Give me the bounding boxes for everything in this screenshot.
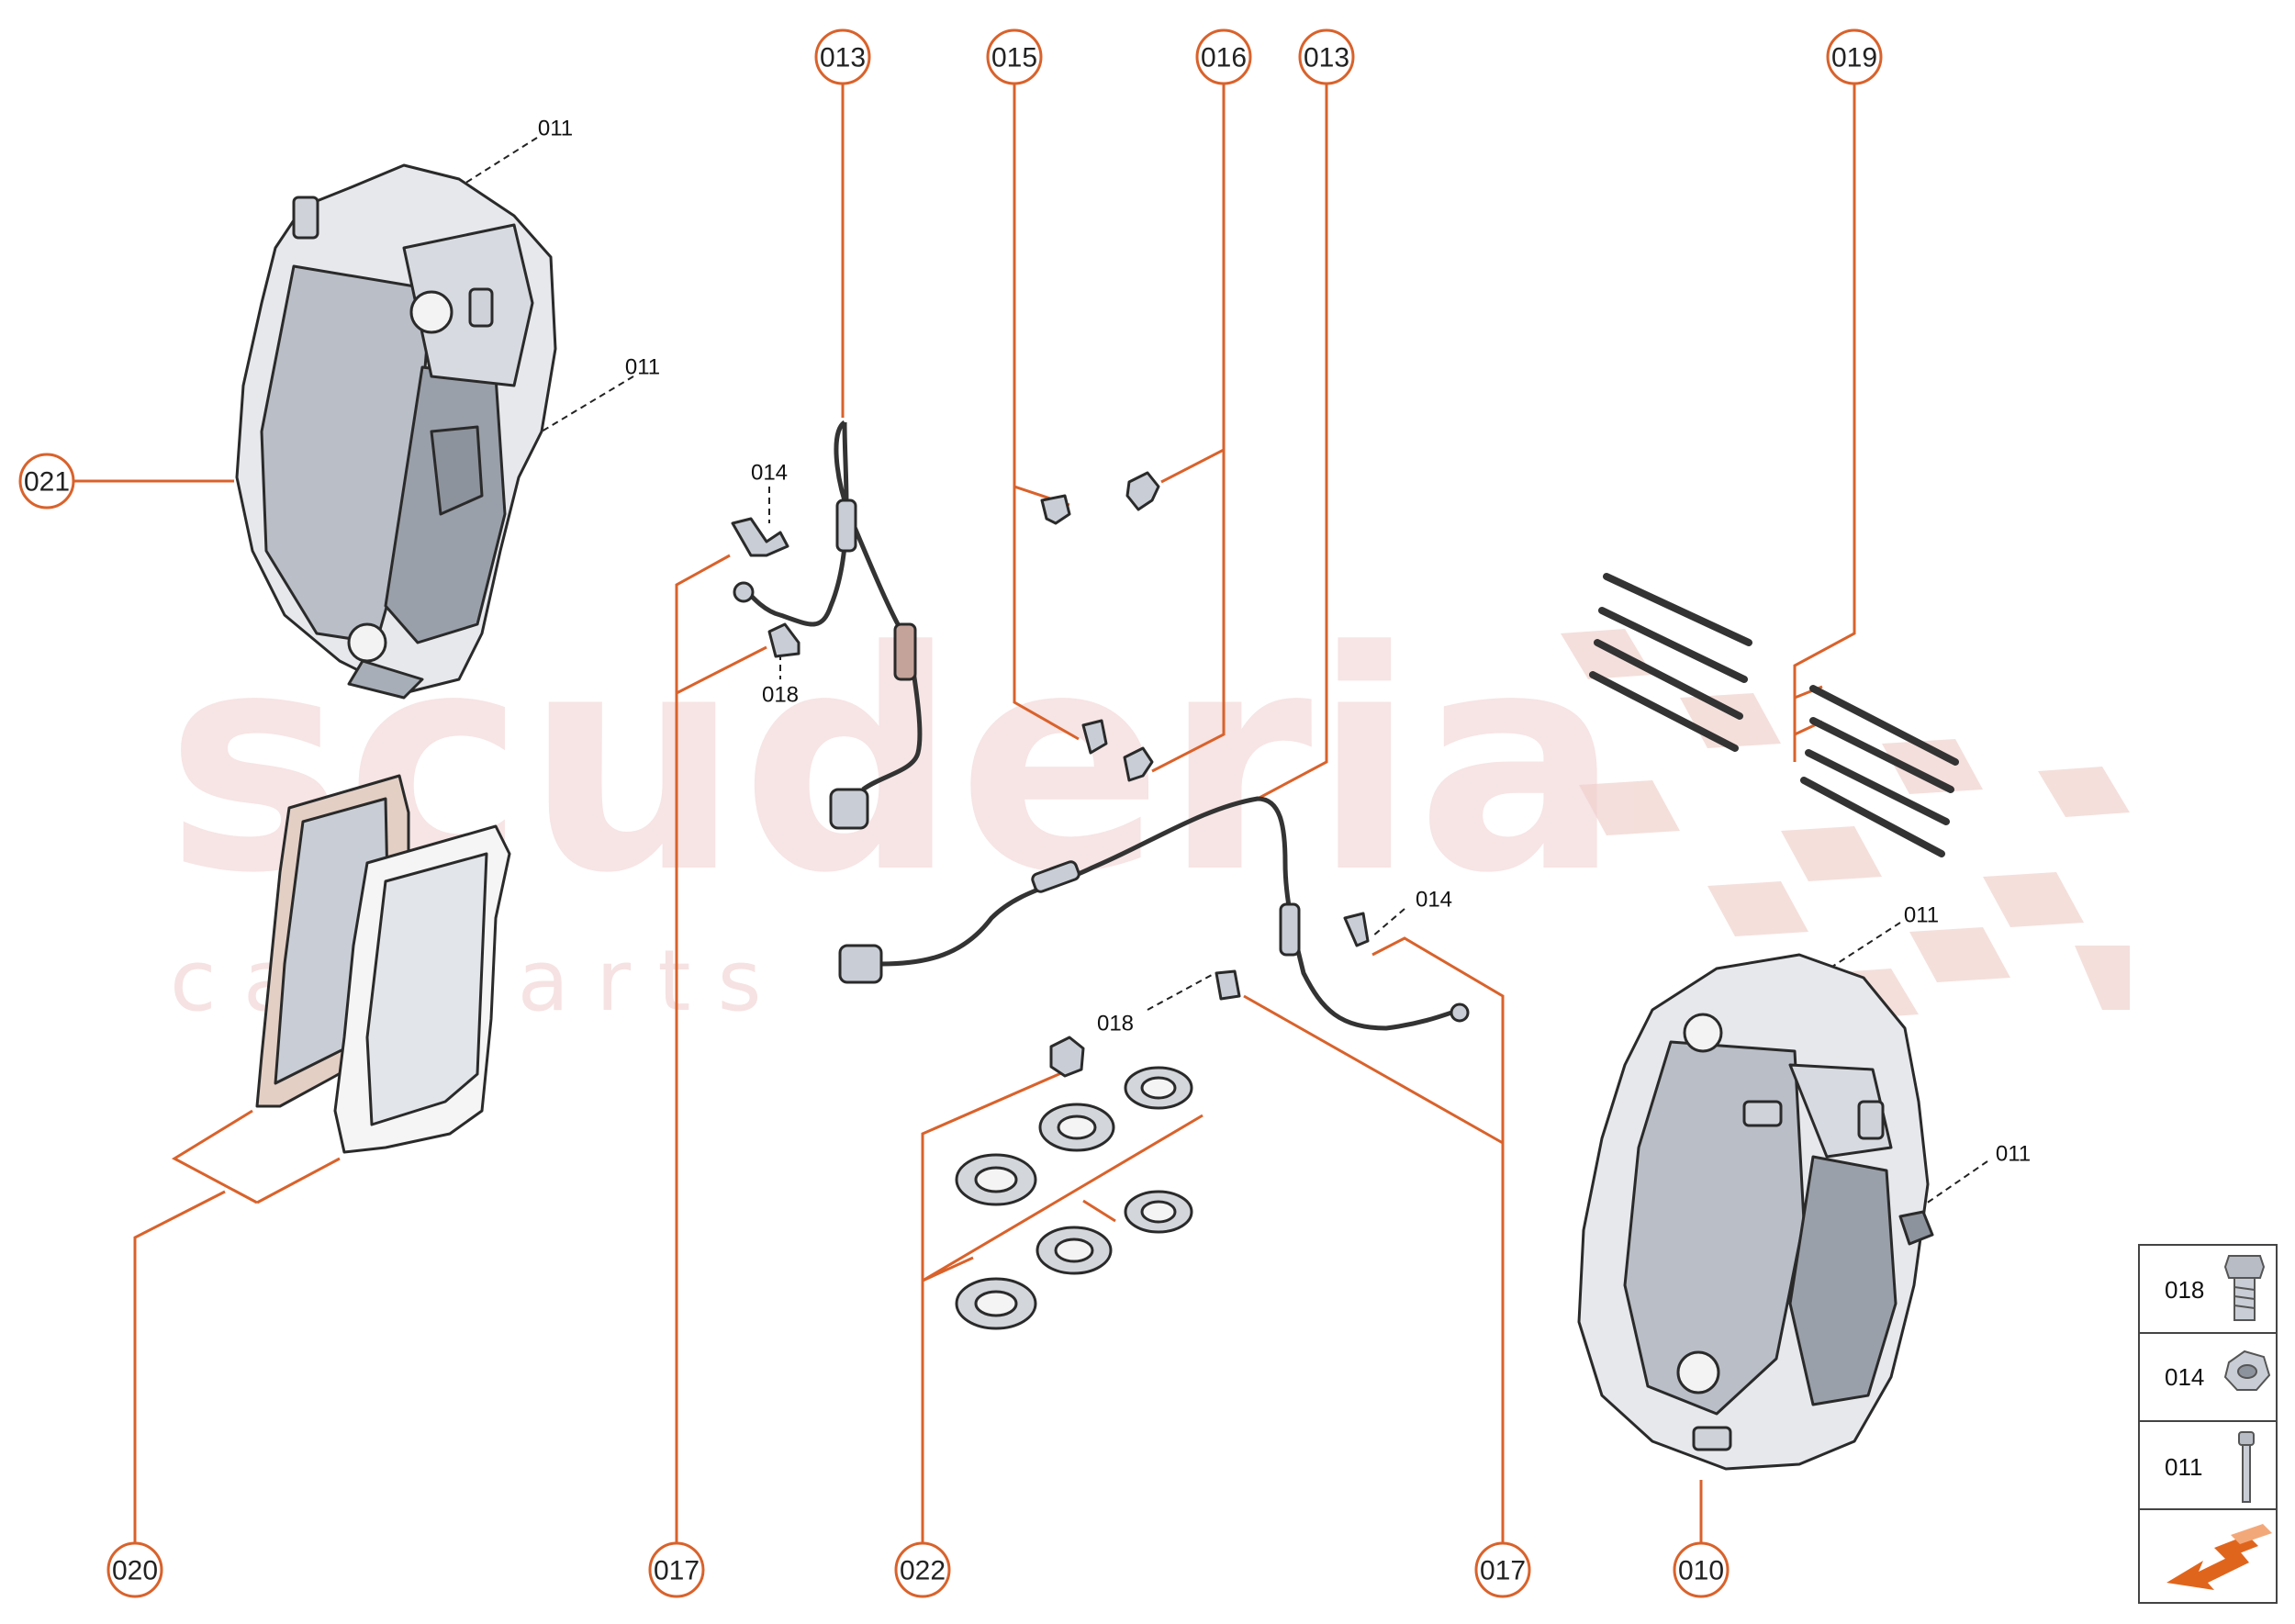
sensor-clips-left: [731, 517, 800, 658]
leader-020: [133, 1109, 341, 1570]
pointer-018b: [1147, 974, 1213, 1011]
leader-013b: [1257, 78, 1328, 801]
legend-label-014: 014: [2165, 1363, 2204, 1391]
checkered-flag-watermark: [1561, 629, 2130, 1019]
brake-pads: [255, 774, 511, 1154]
callout-circle-022: [894, 1541, 951, 1598]
leader-016: [1151, 78, 1226, 773]
orientation-arrow-icon: [2166, 1524, 2272, 1590]
legend-row-018: 018: [2165, 1255, 2266, 1321]
clips-015-016: [1040, 471, 1160, 782]
wear-sensor-wire-left: [733, 420, 923, 830]
pointer-011d: [1913, 1160, 1988, 1213]
part-label-011c: 011: [1904, 903, 1939, 928]
callout-label-010: 010: [1678, 1556, 1724, 1586]
leader-017a: [675, 554, 767, 1570]
callout-circle-017b: [1474, 1541, 1531, 1598]
brake-caliper-lower-right: [1577, 953, 1934, 1471]
fastener-legend: 018 014 011: [2138, 1244, 2278, 1604]
callout-circle-017a: [648, 1541, 705, 1598]
legend-label-011: 011: [2165, 1453, 2202, 1481]
part-labels: 011 011 014 018 014 018 011 011: [538, 117, 2031, 1167]
callout-label-021: 021: [24, 467, 70, 498]
callout-label-020: 020: [112, 1556, 158, 1586]
callout-circle-021: [18, 453, 75, 510]
part-label-018b: 018: [1097, 1012, 1134, 1036]
long-bolt-icon: [2238, 1431, 2255, 1503]
leader-017b: [1243, 936, 1505, 1570]
callout-circles: [18, 28, 1883, 1598]
callout-circle-015: [986, 28, 1043, 85]
legend-frame: [2138, 1244, 2278, 1604]
part-label-014b: 014: [1416, 888, 1452, 913]
washer-set: [955, 1036, 1193, 1330]
nut-icon: [2223, 1350, 2271, 1391]
callout-label-013b: 013: [1304, 43, 1349, 73]
callout-label-013a: 013: [820, 43, 866, 73]
part-label-011a: 011: [538, 117, 573, 141]
bolt-icon: [2223, 1255, 2266, 1321]
legend-label-018: 018: [2165, 1276, 2204, 1304]
callout-label-015: 015: [991, 43, 1037, 73]
callout-label-017a: 017: [654, 1556, 700, 1586]
callout-label-016: 016: [1201, 43, 1247, 73]
callout-labels: 013 015 016 013 019 021 020 017 022 017 …: [24, 43, 1877, 1586]
leader-lines: [72, 78, 1856, 1570]
part-label-014a: 014: [751, 461, 788, 486]
callout-label-019: 019: [1831, 43, 1877, 73]
pointer-011b: [541, 375, 634, 432]
legend-row-011: 011: [2165, 1431, 2255, 1503]
pointer-011a: [449, 137, 538, 194]
leader-022: [921, 1068, 1203, 1570]
callout-label-017b: 017: [1480, 1556, 1526, 1586]
callout-circle-010: [1673, 1541, 1730, 1598]
pointer-014b: [1371, 908, 1405, 937]
callout-label-022: 022: [900, 1556, 946, 1586]
brake-caliper-upper-left: [235, 163, 557, 700]
legend-row-014: 014: [2165, 1350, 2271, 1391]
callout-circle-016: [1195, 28, 1252, 85]
leader-019: [1793, 78, 1856, 762]
callout-circle-019: [1826, 28, 1883, 85]
caliper-pins: [1589, 573, 1959, 857]
callout-circle-013b: [1298, 28, 1355, 85]
part-label-011b: 011: [625, 355, 660, 380]
wear-sensor-wire-right: [838, 796, 1470, 1031]
pointer-011c: [1821, 922, 1901, 974]
callout-circle-020: [106, 1541, 163, 1598]
pointer-lines: [449, 137, 1988, 1213]
part-label-011d: 011: [1996, 1142, 2031, 1167]
part-label-018a: 018: [762, 683, 799, 708]
parts: [235, 163, 1959, 1471]
callout-circle-013a: [814, 28, 871, 85]
